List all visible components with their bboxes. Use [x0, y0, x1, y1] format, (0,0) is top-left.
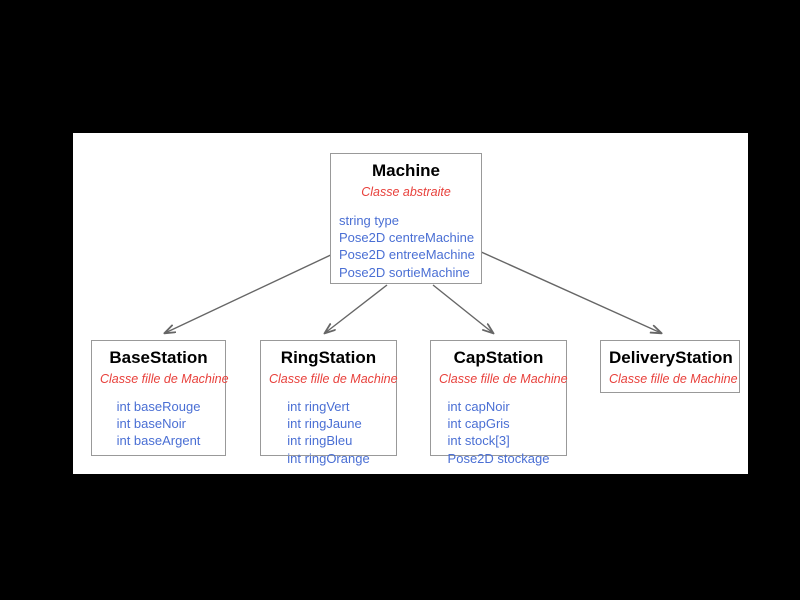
class-attribute: string type	[339, 212, 399, 228]
class-attribute: Pose2D stockage	[447, 450, 550, 466]
class-attribute: int capGris	[447, 416, 510, 432]
class-stereotype-capstation: Classe fille de Machine	[439, 372, 568, 387]
class-stereotype-basestation: Classe fille de Machine	[100, 372, 229, 387]
class-attribute: int ringOrange	[287, 450, 370, 466]
class-attribute: Pose2D entreeMachine	[339, 247, 475, 263]
class-stereotype-deliverystation: Classe fille de Machine	[609, 372, 738, 387]
class-attribute: int ringVert	[287, 398, 350, 414]
class-attribute: int ringJaune	[287, 416, 362, 432]
arrow-machine-to-deliverystation	[478, 250, 661, 333]
class-attributes-basestation: int baseRouge int baseNoir int baseArgen…	[117, 398, 201, 450]
inheritance-arrow-layer	[73, 250, 748, 474]
class-attribute: int baseRouge	[116, 398, 201, 414]
class-attribute: Pose2D sortieMachine	[339, 264, 470, 280]
class-name-capstation: CapStation	[453, 348, 544, 367]
class-box-ringstation[interactable]: RingStation Classe fille de Machine int …	[260, 340, 398, 466]
diagram-sheet: Machine Classe abstraite string type Pos…	[73, 133, 748, 474]
class-attributes-ringstation: int ringVert int ringJaune int ringBleu …	[287, 398, 369, 467]
class-attribute: int baseArgent	[116, 433, 201, 449]
arrow-machine-to-ringstation	[325, 284, 388, 333]
class-attribute: int capNoir	[447, 398, 510, 414]
class-attribute: int baseNoir	[116, 416, 186, 432]
class-name-ringstation: RingStation	[280, 348, 377, 367]
class-attribute: Pose2D centreMachine	[339, 230, 475, 246]
class-attributes-machine: string type Pose2D centreMachine Pose2D …	[339, 212, 475, 281]
class-name-basestation: BaseStation	[109, 348, 208, 367]
class-attribute: int stock[3]	[447, 433, 510, 449]
arrow-machine-to-capstation	[432, 284, 493, 333]
class-stereotype-ringstation: Classe fille de Machine	[269, 372, 398, 387]
class-attributes-capstation: int capNoir int capGris int stock[3] Pos…	[448, 398, 550, 467]
class-box-capstation[interactable]: CapStation Classe fille de Machine int c…	[430, 340, 568, 466]
class-box-deliverystation[interactable]: DeliveryStation Classe fille de Machine	[600, 340, 740, 393]
arrow-machine-to-basestation	[165, 252, 336, 333]
class-name-deliverystation: DeliveryStation	[609, 348, 733, 367]
class-name-machine: Machine	[371, 161, 441, 180]
class-box-machine[interactable]: Machine Classe abstraite string type Pos…	[330, 153, 482, 284]
class-stereotype-machine: Classe abstraite	[361, 185, 451, 200]
class-attribute: int ringBleu	[287, 433, 353, 449]
class-box-basestation[interactable]: BaseStation Classe fille de Machine int …	[91, 340, 229, 456]
